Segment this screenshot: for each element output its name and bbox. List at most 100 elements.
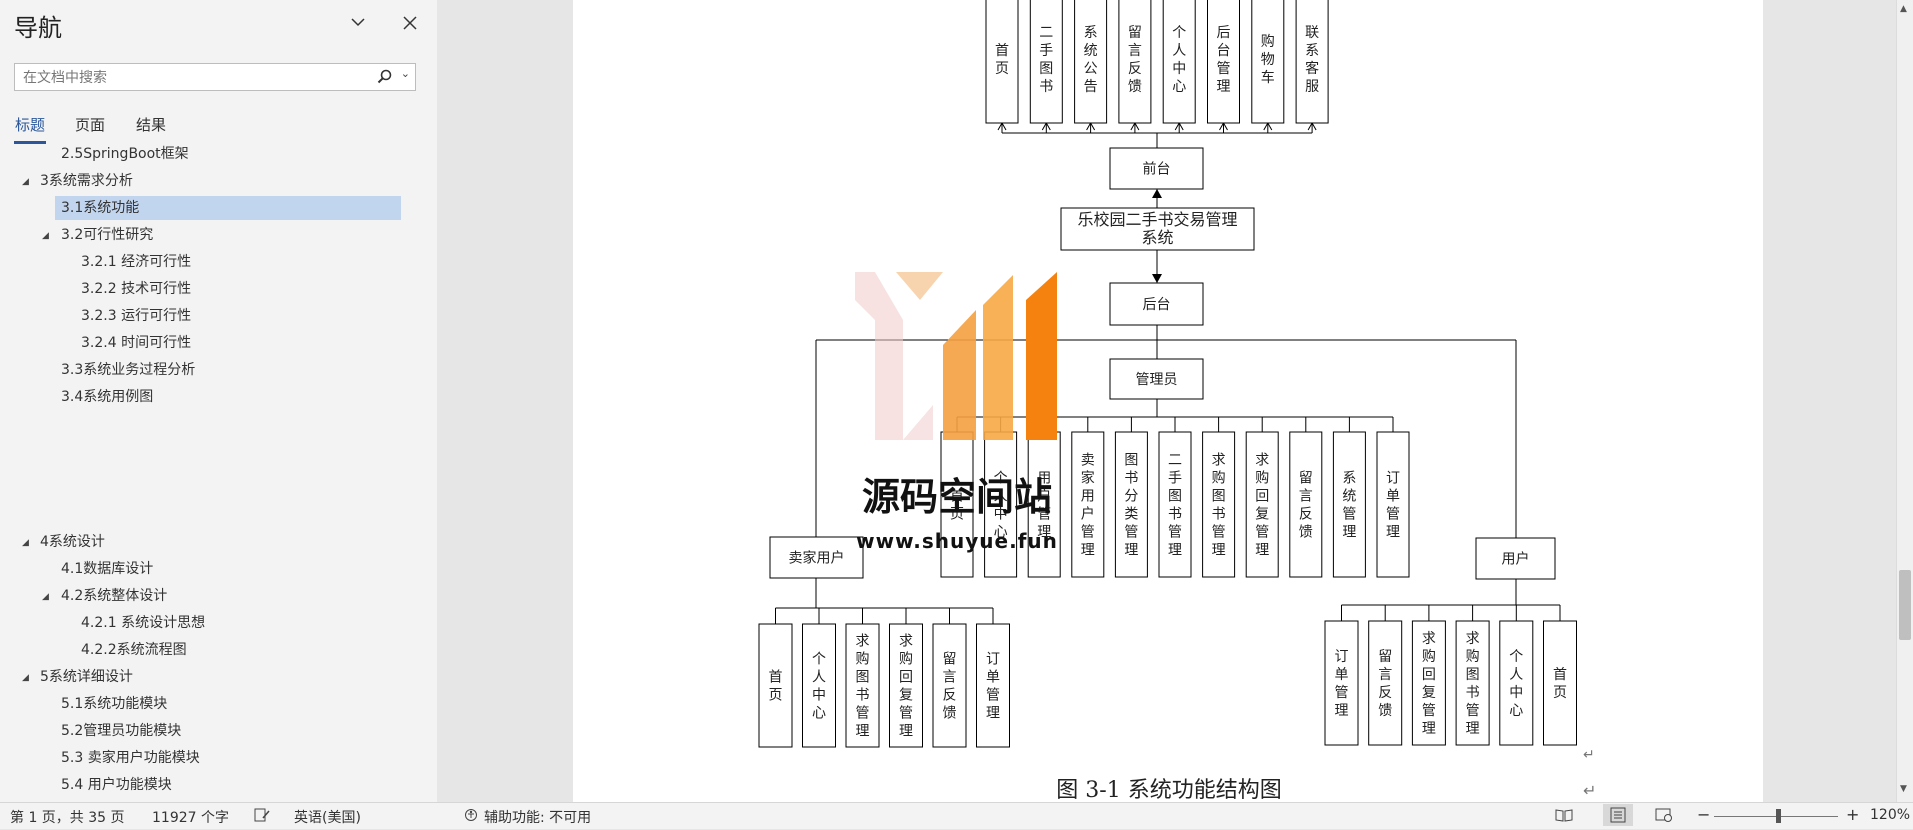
vertical-scrollbar[interactable]: ▲ ▼ [1896,0,1913,802]
expand-triangle-icon[interactable]: ◢ [22,177,29,187]
svg-text:个: 个 [812,652,826,668]
watermark-shape [943,310,976,440]
svg-text:理: 理 [1168,543,1182,559]
svg-text:书: 书 [1212,507,1226,523]
tab-results[interactable]: 结果 [136,116,167,134]
svg-text:心: 心 [812,706,826,722]
nav-heading-item[interactable]: ◢3系统需求分析 [0,169,420,193]
svg-text:个: 个 [1509,649,1523,665]
svg-text:后: 后 [1217,25,1231,41]
svg-text:首: 首 [1553,667,1567,683]
zoom-slider-thumb[interactable] [1776,809,1781,823]
svg-text:乐校园二手书交易管理: 乐校园二手书交易管理 [1077,210,1237,229]
svg-text:馈: 馈 [1128,79,1142,95]
search-options-chevron-icon[interactable]: ⌄ [400,67,410,80]
search-box[interactable]: ⌄ [14,63,416,91]
expand-triangle-icon[interactable]: ◢ [42,231,49,241]
close-icon[interactable] [397,10,423,36]
nav-heading-label: 3.2.4 时间可行性 [81,335,192,351]
navigation-pane: 导航 ⌄ 标题 页面 结果 2.5SpringBoot框架◢3系统需求分析3.1… [0,0,438,802]
svg-text:理: 理 [1217,79,1231,95]
svg-text:管: 管 [986,688,1000,704]
svg-text:管: 管 [1335,685,1349,701]
tab-headings[interactable]: 标题 [15,116,46,134]
web-layout-icon[interactable] [1655,808,1672,822]
nav-heading-item[interactable]: 3.2.4 时间可行性 [0,331,420,355]
svg-text:管: 管 [1217,61,1231,77]
nav-heading-item[interactable]: ◢4系统设计 [0,530,420,554]
search-icon[interactable] [377,69,393,85]
word-count[interactable]: 11927 个字 [152,810,229,826]
nav-heading-item[interactable]: 3.2.3 运行可行性 [0,304,420,328]
svg-text:理: 理 [1342,525,1356,541]
print-layout-icon[interactable] [1603,804,1633,826]
chevron-down-icon[interactable] [345,10,371,36]
svg-text:理: 理 [1212,543,1226,559]
svg-text:书: 书 [1124,471,1138,487]
svg-text:图: 图 [1168,489,1182,505]
svg-text:系: 系 [1342,471,1356,487]
nav-heading-item[interactable]: 5.4 用户功能模块 [0,773,420,797]
nav-heading-item[interactable]: 2.5SpringBoot框架 [0,142,420,166]
read-mode-icon[interactable] [1555,808,1573,822]
nav-heading-item[interactable]: 5.1系统功能模块 [0,692,420,716]
nav-heading-item[interactable]: 4.2.1 系统设计思想 [0,611,420,635]
svg-text:心: 心 [1172,79,1186,95]
zoom-level[interactable]: 120% [1870,807,1911,823]
arrowhead [1152,189,1162,198]
arrowhead [1152,274,1162,283]
accessibility-status[interactable]: 辅助功能: 不可用 [484,810,592,826]
svg-text:复: 复 [1255,506,1269,523]
nav-heading-item[interactable]: 3.2.2 技术可行性 [0,277,420,301]
svg-text:管: 管 [1386,507,1400,523]
svg-text:理: 理 [1255,543,1269,559]
nav-heading-item[interactable]: 3.2.1 经济可行性 [0,250,420,274]
svg-text:回: 回 [1255,489,1269,505]
scroll-thumb[interactable] [1899,570,1911,640]
tab-pages[interactable]: 页面 [75,116,106,134]
zoom-in-button[interactable]: + [1846,805,1860,824]
scroll-up-icon[interactable]: ▲ [1900,4,1907,14]
nav-heading-item[interactable]: 3.1系统功能 [55,196,401,220]
svg-text:户: 户 [1081,506,1095,523]
svg-text:图: 图 [1124,453,1138,469]
expand-triangle-icon[interactable]: ◢ [22,673,29,683]
nav-heading-item[interactable]: 5.3 卖家用户功能模块 [0,746,420,770]
expand-triangle-icon[interactable]: ◢ [22,538,29,548]
search-input[interactable] [21,68,375,88]
svg-text:言: 言 [1128,43,1142,59]
scroll-down-icon[interactable]: ▼ [1900,784,1907,794]
nav-heading-item[interactable]: 3.3系统业务过程分析 [0,358,420,382]
document-page: 首页二手图书系统公告留言反馈个人中心后台管理购物车联系客服前台乐校园二手书交易管… [573,0,1763,802]
accessibility-icon[interactable] [463,808,479,822]
language-indicator[interactable]: 英语(美国) [294,810,361,826]
nav-heading-item[interactable]: ◢3.2可行性研究 [0,223,420,247]
svg-text:留: 留 [1128,25,1142,41]
page-count[interactable]: 第 1 页，共 35 页 [10,810,125,826]
expand-triangle-icon[interactable]: ◢ [42,592,49,602]
svg-text:首: 首 [995,43,1009,59]
nav-heading-item[interactable]: 4.2.2系统流程图 [0,638,420,662]
svg-text:管: 管 [1422,703,1436,719]
svg-text:求: 求 [1466,631,1480,647]
svg-text:中: 中 [1509,685,1523,701]
svg-text:页: 页 [1553,685,1567,701]
svg-text:求: 求 [899,634,913,650]
svg-text:心: 心 [994,525,1008,541]
nav-heading-item[interactable]: 5.2管理员功能模块 [0,719,420,743]
svg-text:馈: 馈 [943,706,957,722]
svg-text:购: 购 [856,652,870,668]
svg-text:单: 单 [1386,489,1400,505]
proofing-icon[interactable] [254,808,270,822]
nav-heading-item[interactable]: 4.1数据库设计 [0,557,420,581]
nav-heading-item[interactable]: ◢5系统详细设计 [0,665,420,689]
svg-text:后台: 后台 [1143,297,1171,313]
nav-heading-item[interactable]: 3.4系统用例图 [0,385,420,409]
zoom-out-button[interactable]: − [1697,805,1711,824]
nav-heading-item[interactable]: ◢4.2系统整体设计 [0,584,420,608]
svg-text:购: 购 [1212,471,1226,487]
svg-text:统: 统 [1084,43,1098,59]
